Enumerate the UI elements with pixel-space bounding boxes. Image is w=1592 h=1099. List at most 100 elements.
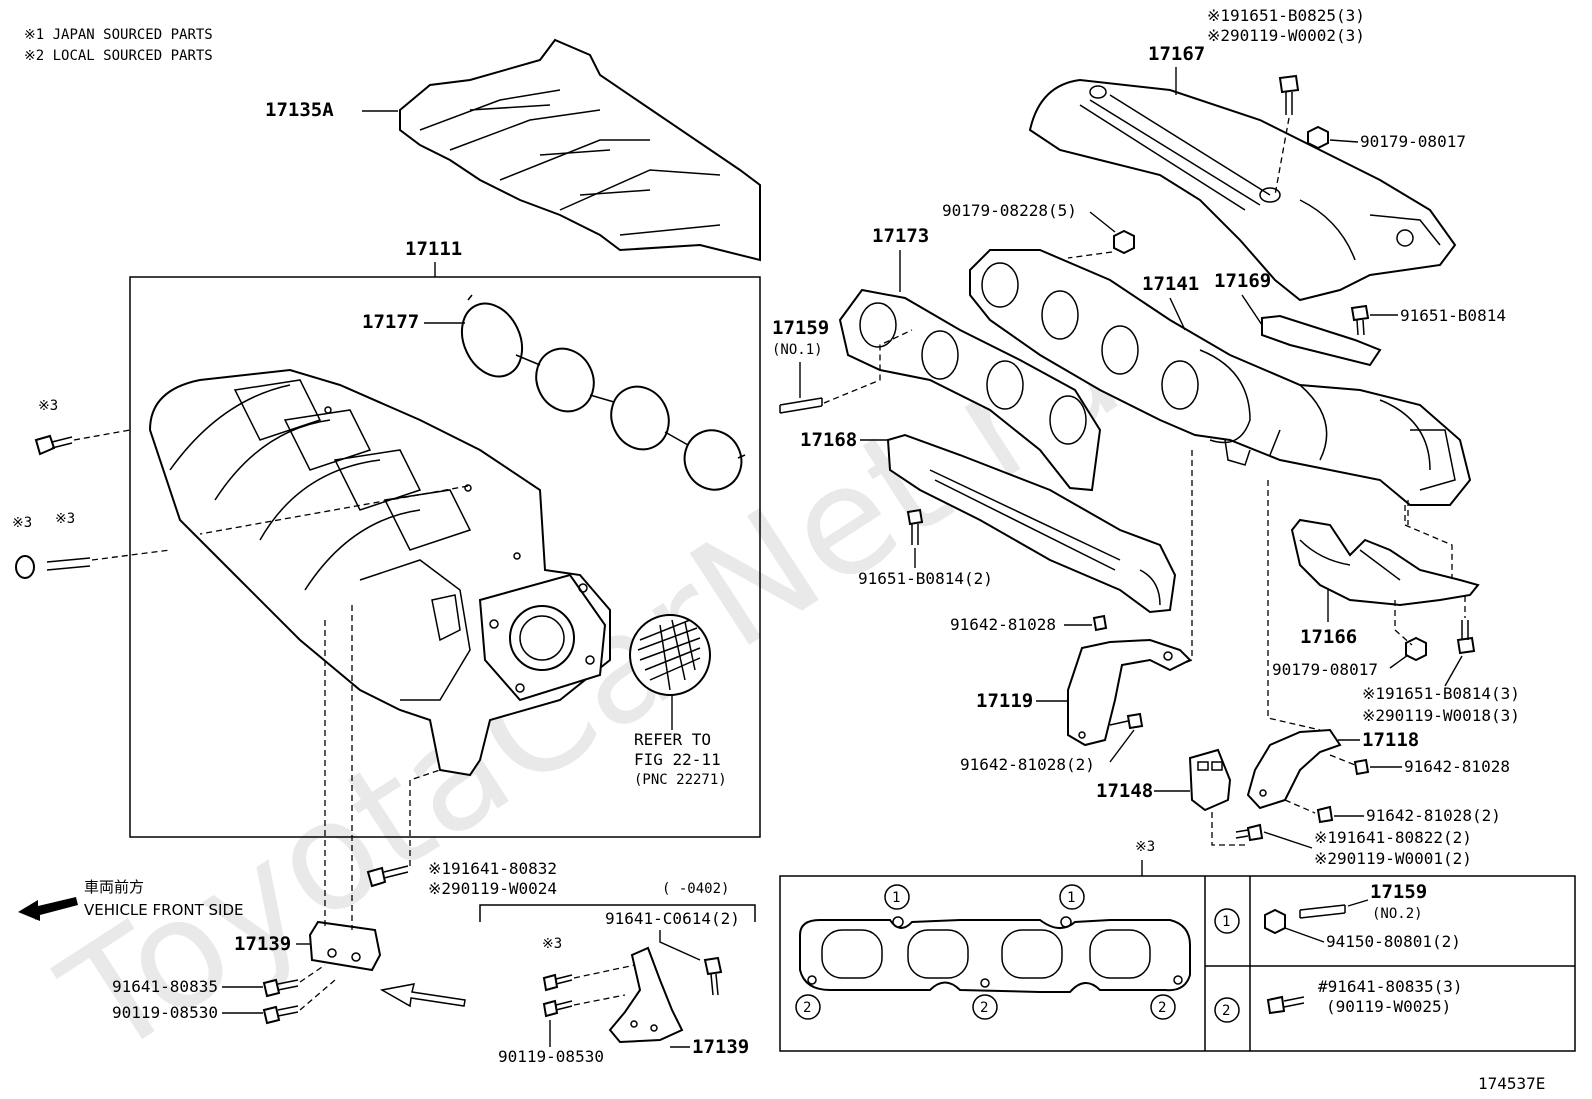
bracket-17139-left xyxy=(308,920,382,972)
svg-text:2: 2 xyxy=(803,1000,811,1016)
svg-text:2: 2 xyxy=(980,1000,988,1016)
bolt-small-mark3 xyxy=(542,973,573,992)
label-17118: 17118 xyxy=(1362,729,1419,751)
label-17177: 17177 xyxy=(362,311,419,333)
bracket-17119 xyxy=(1067,638,1192,747)
bolt-91651-B0814-3 xyxy=(1456,620,1476,655)
callout-1-a: 1 xyxy=(884,884,910,910)
bolt-91642-81028-a xyxy=(1092,614,1108,632)
table-gasket xyxy=(799,916,1191,993)
label-90119-08530-left: 90119-08530 xyxy=(112,1003,218,1022)
label-91641-80835: 91641-80835 xyxy=(112,977,218,996)
label-r-c1: ※191641-80822(2) xyxy=(1314,828,1472,847)
bracket-17169 xyxy=(1261,314,1382,367)
label-table-17159: 17159 xyxy=(1370,881,1427,903)
label-mark-3-b: ※3 xyxy=(12,515,32,531)
label-refer-to: REFER TO xyxy=(634,730,711,749)
bolt-left-upper xyxy=(34,434,73,456)
open-arrow-icon xyxy=(379,983,466,1008)
bolt-91642-81028-2a xyxy=(1109,712,1144,730)
note-japan-sourced: ※1 JAPAN SOURCED PARTS xyxy=(24,27,213,43)
nut-90179-08228 xyxy=(1113,229,1135,255)
callout-2-c: 2 xyxy=(1150,994,1176,1020)
label-mark-3-c: ※3 xyxy=(55,511,75,527)
label-top-b1: ※191651-B0825(3) xyxy=(1207,6,1365,25)
gasket-17177 xyxy=(460,294,746,491)
callout-2-key: 2 xyxy=(1214,997,1240,1023)
heat-insulator-17167 xyxy=(1028,78,1457,302)
callout-1-key: 1 xyxy=(1214,908,1240,934)
plate-17148 xyxy=(1188,748,1232,812)
bolt-91642-81028-b xyxy=(1353,758,1370,776)
stud-17159-no2 xyxy=(1299,904,1346,919)
exhaust-gasket-17173 xyxy=(838,288,1102,492)
label-17139-bottom: 17139 xyxy=(692,1036,749,1058)
label-pnc: (PNC 22271) xyxy=(634,772,727,788)
bracket-17139-bottom xyxy=(608,946,684,1044)
bolt-91641-80832 xyxy=(366,865,409,888)
label-date-range: ( -0402) xyxy=(662,881,729,897)
bolt-C0614 xyxy=(703,956,723,996)
label-no1: (NO.1) xyxy=(772,342,823,358)
gasket-variant-table xyxy=(779,875,1576,1052)
label-table-94150: 94150-80801(2) xyxy=(1326,932,1461,951)
label-91642-81028-b: 91642-81028 xyxy=(1404,757,1510,776)
bolt-91651-B0825 xyxy=(1278,74,1300,115)
bolt-90119-08530-left xyxy=(262,1005,299,1025)
label-17169: 17169 xyxy=(1214,270,1271,292)
label-17166: 17166 xyxy=(1300,626,1357,648)
intake-manifold-box xyxy=(129,276,761,838)
label-90179-08017-b: 90179-08017 xyxy=(1272,660,1378,679)
label-90119-08530-bottom: 90119-08530 xyxy=(498,1047,604,1066)
svg-text:1: 1 xyxy=(1222,914,1230,930)
label-fig-22-11: FIG 22-11 xyxy=(634,750,721,769)
label-17141: 17141 xyxy=(1142,273,1199,295)
label-17119: 17119 xyxy=(976,690,1033,712)
label-mark-3-table: ※3 xyxy=(1135,839,1155,855)
label-90179-08228: 90179-08228(5) xyxy=(942,201,1077,220)
label-17167: 17167 xyxy=(1148,43,1205,65)
label-r-b1: ※191651-B0814(3) xyxy=(1362,684,1520,703)
heat-insulator-17168 xyxy=(886,433,1177,614)
label-91642-81028-2b: 91642-81028(2) xyxy=(1366,806,1501,825)
label-17148: 17148 xyxy=(1096,780,1153,802)
label-91642-81028-2a: 91642-81028(2) xyxy=(960,755,1095,774)
stud-left xyxy=(46,557,91,571)
label-table-91641: #91641-80835(3) xyxy=(1318,977,1463,996)
label-mark-3-d: ※3 xyxy=(542,936,562,952)
label-top-b2: ※290119-W0002(3) xyxy=(1207,26,1365,45)
exhaust-manifold-17141 xyxy=(969,249,1472,506)
label-17159: 17159 xyxy=(772,317,829,339)
vehicle-front-arrow-icon xyxy=(18,897,78,921)
label-r-b2: ※290119-W0018(3) xyxy=(1362,706,1520,725)
bolt-91642-81028-2b xyxy=(1316,805,1334,824)
svg-text:1: 1 xyxy=(892,890,900,906)
callout-2-a: 2 xyxy=(795,994,821,1020)
nut-94150-80801 xyxy=(1264,908,1286,935)
label-17139-left: 17139 xyxy=(234,933,291,955)
nut-90179-08017-top xyxy=(1307,125,1329,150)
heat-insulator-17166 xyxy=(1290,518,1480,607)
label-91641-C0614: 91641-C0614(2) xyxy=(605,909,740,928)
label-90179-08017-top: 90179-08017 xyxy=(1360,132,1466,151)
callout-1-b: 1 xyxy=(1059,884,1085,910)
bolt-91641-80822 xyxy=(1235,823,1264,842)
label-bolt-a1: ※191641-80832 xyxy=(428,859,557,878)
label-91642-81028-a: 91642-81028 xyxy=(950,615,1056,634)
intake-cover-17135A xyxy=(399,38,761,262)
svg-text:1: 1 xyxy=(1067,890,1075,906)
bolt-91641-80835 xyxy=(262,978,299,998)
bolt-91651-B0814 xyxy=(1350,304,1370,336)
bolt-91641-80835-table xyxy=(1266,995,1305,1015)
bolt-91651-B0814-2 xyxy=(906,508,924,545)
label-91651-B0814: 91651-B0814 xyxy=(1400,306,1506,325)
label-91651-B0814-2: 91651-B0814(2) xyxy=(858,569,993,588)
label-r-c2: ※290119-W0001(2) xyxy=(1314,849,1472,868)
label-bolt-a2: ※290119-W0024 xyxy=(428,879,557,898)
label-17111: 17111 xyxy=(405,238,462,260)
figure-number: 174537E xyxy=(1478,1074,1545,1093)
throttle-body-reference xyxy=(629,614,711,696)
label-17135A: 17135A xyxy=(265,99,334,121)
stud-17159-no1 xyxy=(779,397,823,414)
